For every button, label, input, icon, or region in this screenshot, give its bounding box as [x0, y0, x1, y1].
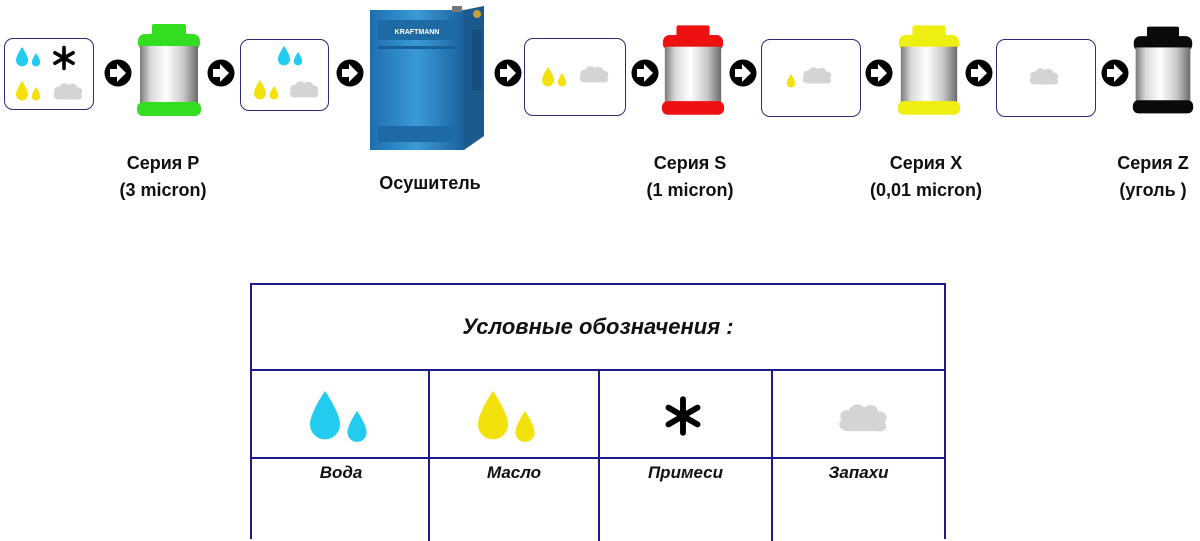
oil-drop-icon	[253, 80, 267, 100]
stage-spec: (0,01 micron)	[869, 180, 983, 200]
flow-arrow-icon	[965, 59, 993, 87]
stage-label-z: Серия Z (уголь )	[1108, 150, 1198, 204]
filter-cartridge-x-icon	[897, 25, 961, 115]
stage-spec: (уголь )	[1119, 180, 1187, 200]
cloud-icon	[287, 78, 321, 101]
oil-drops-icon	[514, 411, 536, 443]
flow-arrow-icon	[207, 59, 235, 87]
stage-label-dryer: Осушитель	[360, 170, 500, 197]
oil-drop-icon	[269, 86, 279, 100]
oil-drop-icon	[557, 73, 567, 87]
oil-drop-icon	[15, 81, 29, 101]
filter-cartridge-z-icon	[1132, 26, 1194, 114]
oil-drop-icon	[31, 87, 41, 101]
dryer-unit-icon: KRAFTMANN	[370, 6, 484, 150]
contaminant-box-after-x	[996, 39, 1096, 117]
contaminant-box-after-s	[761, 39, 861, 117]
flow-arrow-icon	[336, 59, 364, 87]
stage-name: Серия X	[889, 153, 963, 173]
flow-arrow-icon	[729, 59, 757, 87]
stage-name: Серия S	[653, 153, 727, 173]
flow-arrow-icon	[104, 59, 132, 87]
legend-label-odors: Запахи	[828, 463, 889, 482]
legend-cell-odors: Запахи	[771, 371, 944, 541]
oil-drop-icon	[541, 67, 555, 87]
water-drop-icon	[277, 46, 291, 66]
filter-cartridge-p-icon	[137, 24, 201, 116]
water-drop-icon	[293, 52, 303, 66]
water-drops-icon	[346, 411, 368, 443]
filter-cartridge-s-icon	[661, 25, 725, 115]
flow-arrow-icon	[865, 59, 893, 87]
legend-label-oil: Масло	[486, 463, 541, 482]
legend-label-water: Вода	[319, 463, 363, 482]
stage-label-p: Серия P (3 micron)	[103, 150, 223, 204]
stage-label-x: Серия X (0,01 micron)	[856, 150, 996, 204]
asterisk-icon	[662, 395, 704, 437]
water-drops-icon	[308, 391, 342, 441]
legend-table: Условные обозначения : Вода Масло Примес…	[250, 283, 946, 541]
contaminant-box-after-dryer	[524, 38, 626, 116]
legend-label-impurities: Примеси	[647, 463, 724, 482]
asterisk-icon	[51, 45, 77, 71]
stage-name: Осушитель	[379, 173, 481, 193]
legend-cell-impurities: Примеси	[598, 371, 771, 541]
legend-cell-oil: Масло	[428, 371, 598, 541]
cloud-icon	[1027, 65, 1061, 88]
contaminant-box-after-p	[240, 39, 329, 111]
contaminant-box-inlet	[4, 38, 94, 110]
water-drop-icon	[15, 47, 29, 67]
legend-cell-water: Вода	[252, 371, 430, 541]
oil-drop-icon	[786, 74, 796, 88]
dryer-brand-text: KRAFTMANN	[395, 29, 440, 36]
stage-spec: (3 micron)	[119, 180, 207, 200]
stage-name: Серия Z	[1117, 153, 1189, 173]
legend-title: Условные обозначения :	[252, 285, 944, 371]
water-drop-icon	[31, 53, 41, 67]
stage-spec: (1 micron)	[646, 180, 734, 200]
oil-drops-icon	[476, 391, 510, 441]
stage-name: Серия P	[126, 153, 200, 173]
flow-arrow-icon	[631, 59, 659, 87]
flow-arrow-icon	[1101, 59, 1129, 87]
stage-label-s: Серия S (1 micron)	[630, 150, 750, 204]
cloud-icon	[577, 63, 611, 86]
cloud-icon	[835, 399, 891, 437]
cloud-icon	[51, 80, 85, 103]
cloud-icon	[800, 64, 834, 87]
flow-arrow-icon	[494, 59, 522, 87]
